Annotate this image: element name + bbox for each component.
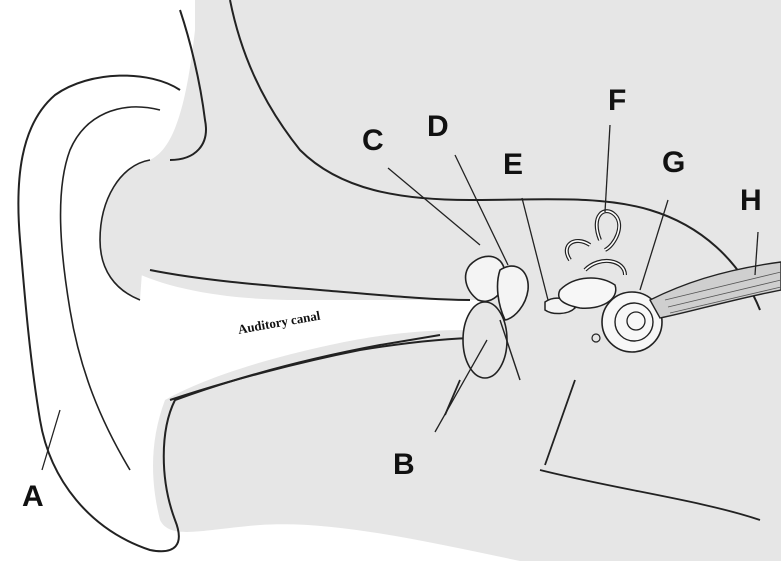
label-E: E [503,150,523,180]
label-H: H [740,186,762,216]
label-D: D [427,112,449,142]
antihelix [100,160,150,300]
label-F: F [608,86,626,116]
tympanic-membrane [463,302,507,378]
label-A: A [22,482,44,512]
label-B: B [393,450,415,480]
label-G: G [662,148,685,178]
label-C: C [362,126,384,156]
